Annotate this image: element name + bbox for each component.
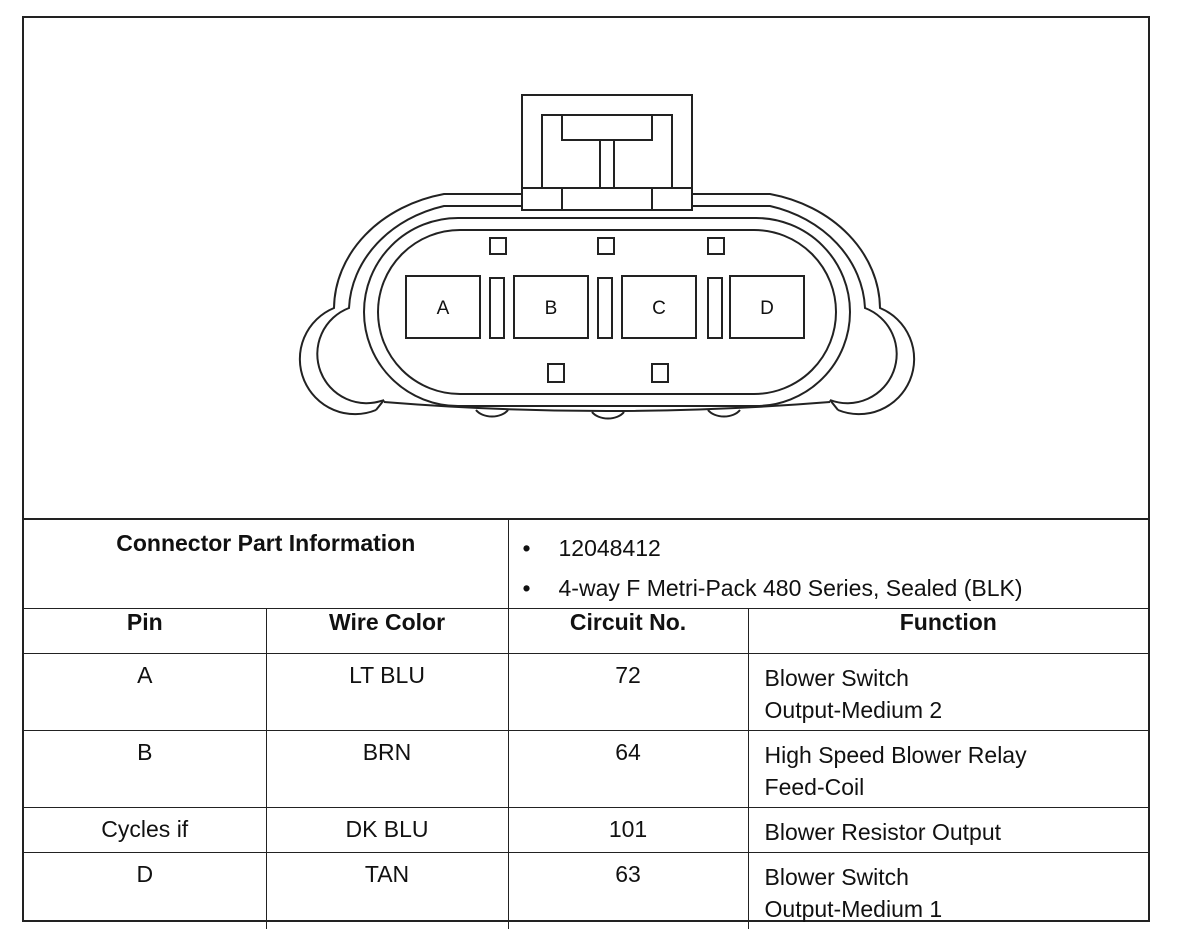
connector-face-svg: A B C D xyxy=(298,94,916,420)
pin-separator-2 xyxy=(597,277,613,339)
function-line: Output-Medium 2 xyxy=(764,697,943,723)
locking-tab-latch xyxy=(561,115,653,188)
pin-cavity-d xyxy=(729,275,805,339)
part-number: 12048412 xyxy=(523,528,1149,568)
part-info-label: Connector Part Information xyxy=(24,518,509,609)
table-row: B BRN 64 High Speed Blower Relay Feed-Co… xyxy=(24,730,1149,808)
locking-tab xyxy=(521,94,693,211)
connector-diagram-frame: A B C D Connector Part Information 12048… xyxy=(22,16,1150,929)
cell-circuit: 63 xyxy=(507,852,749,929)
cell-wire-color: LT BLU xyxy=(265,653,509,731)
table-row: Cycles if DK BLU 101 Blower Resistor Out… xyxy=(24,807,1149,853)
header-wire-color: Wire Color xyxy=(265,608,509,654)
part-description: 4-way F Metri-Pack 480 Series, Sealed (B… xyxy=(523,568,1149,608)
cell-circuit: 72 xyxy=(507,653,749,731)
bump-1 xyxy=(475,409,509,418)
function-line: Blower Switch xyxy=(764,665,909,691)
connector-shell-mid xyxy=(316,205,898,405)
header-function: Function xyxy=(747,608,1149,654)
cell-wire-color: TAN xyxy=(265,852,509,929)
part-info-row: Connector Part Information 12048412 4-wa… xyxy=(24,518,1149,609)
pin-label-b: B xyxy=(545,298,558,319)
cell-pin: D xyxy=(24,852,267,929)
pin-separator-3 xyxy=(707,277,723,339)
cell-circuit: 64 xyxy=(507,730,749,808)
key-bottom-2 xyxy=(651,363,669,383)
seal-ring-outer xyxy=(363,217,851,407)
pin-label-c: C xyxy=(652,298,666,319)
connector-info-table: Connector Part Information 12048412 4-wa… xyxy=(24,518,1149,929)
key-bottom-1 xyxy=(547,363,565,383)
part-info-list: 12048412 4-way F Metri-Pack 480 Series, … xyxy=(523,528,1149,608)
connector-face-diagram: A B C D xyxy=(24,18,1148,518)
cell-wire-color: BRN xyxy=(265,730,509,808)
function-line: Output-Medium 1 xyxy=(764,896,943,922)
bump-2 xyxy=(591,411,625,420)
table-header-row: Pin Wire Color Circuit No. Function xyxy=(24,608,1149,654)
cell-wire-color: DK BLU xyxy=(265,807,509,853)
pin-label-a: A xyxy=(437,298,450,319)
pin-cavity-c xyxy=(621,275,697,339)
cell-function: Blower Resistor Output xyxy=(747,807,1149,853)
function-line: Feed-Coil xyxy=(764,774,865,800)
cell-function: Blower Switch Output-Medium 2 xyxy=(747,653,1149,731)
pin-separator-1 xyxy=(489,277,505,339)
seal-ring-inner xyxy=(377,229,837,395)
key-top-1 xyxy=(489,237,507,255)
table-row: A LT BLU 72 Blower Switch Output-Medium … xyxy=(24,653,1149,731)
function-line: High Speed Blower Relay xyxy=(764,742,1027,768)
connector-shell-bottom xyxy=(383,401,831,412)
part-info-values: 12048412 4-way F Metri-Pack 480 Series, … xyxy=(507,518,1149,609)
function-line: Blower Switch xyxy=(764,864,909,890)
pin-cavity-a xyxy=(405,275,481,339)
key-top-3 xyxy=(707,237,725,255)
cell-pin: B xyxy=(24,730,267,808)
cell-pin: Cycles if xyxy=(24,807,267,853)
bump-3 xyxy=(707,409,741,418)
cell-circuit: 101 xyxy=(507,807,749,853)
function-line: Blower Resistor Output xyxy=(764,819,1001,845)
pin-label-d: D xyxy=(760,298,774,319)
cell-function: High Speed Blower Relay Feed-Coil xyxy=(747,730,1149,808)
pin-cavity-b xyxy=(513,275,589,339)
table-row: D TAN 63 Blower Switch Output-Medium 1 xyxy=(24,852,1149,929)
header-pin: Pin xyxy=(24,608,267,654)
cell-pin: A xyxy=(24,653,267,731)
key-top-2 xyxy=(597,237,615,255)
header-circuit-no: Circuit No. xyxy=(507,608,749,654)
cell-function: Blower Switch Output-Medium 1 xyxy=(747,852,1149,929)
connector-shell-outer xyxy=(298,193,916,416)
